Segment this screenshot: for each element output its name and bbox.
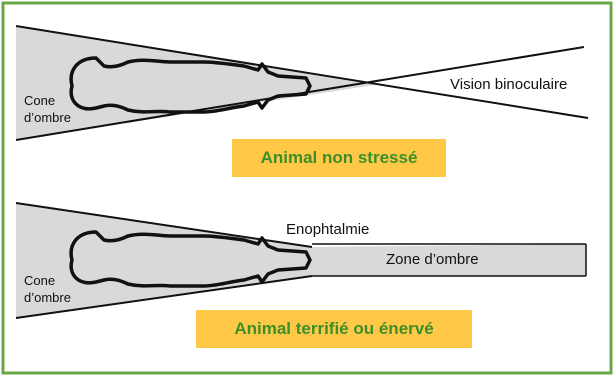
shadow-zone-label: Zone d’ombre (386, 251, 479, 268)
top-cone-label: Cone d’ombre (24, 92, 71, 126)
bottom-status-label: Animal terrifié ou énervé (196, 310, 472, 348)
bottom-cone-label: Cone d’ombre (24, 272, 71, 306)
top-status-label: Animal non stressé (232, 139, 446, 177)
top-binocular-label: Vision binoculaire (450, 76, 567, 93)
enophthalmia-label: Enophtalmie (286, 221, 369, 238)
